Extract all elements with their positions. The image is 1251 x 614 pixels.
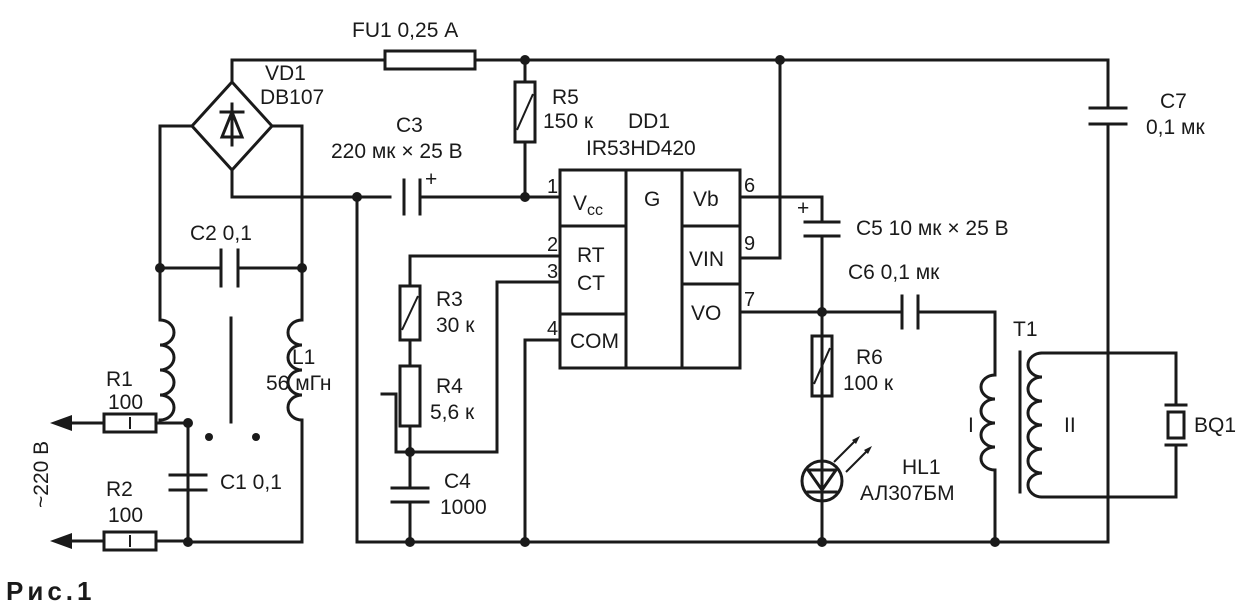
ic-com-label: COM bbox=[570, 330, 619, 353]
piezo-bq1 bbox=[1164, 403, 1188, 447]
pin-7-label: 7 bbox=[744, 289, 755, 311]
capacitor-c2 bbox=[219, 248, 240, 288]
mains-voltage-label: ~220 В bbox=[30, 441, 53, 508]
c7-value-label: 0,1 мк bbox=[1146, 116, 1205, 139]
junctions bbox=[155, 55, 1000, 547]
capacitor-c7 bbox=[1088, 106, 1128, 126]
resistor-r6 bbox=[810, 334, 834, 398]
resistor-r4 bbox=[398, 364, 422, 428]
resistor-r2 bbox=[102, 530, 158, 552]
resistor-r1 bbox=[102, 412, 158, 434]
hl1-part-label: АЛ307БМ bbox=[860, 482, 955, 505]
t1-winding-1-label: I bbox=[968, 414, 974, 437]
c5-label: C5 10 мк × 25 В bbox=[856, 217, 1009, 240]
r2-value-label: 100 bbox=[108, 504, 143, 527]
c3-ref-label: C3 bbox=[396, 114, 423, 137]
pin-1-label: 1 bbox=[547, 176, 558, 198]
dd1-part-label: IR53HD420 bbox=[586, 137, 696, 160]
c4-value-label: 1000 bbox=[440, 496, 487, 519]
capacitor-c5 bbox=[803, 220, 841, 238]
r5-ref-label: R5 bbox=[552, 86, 579, 109]
ic-vo-label: VO bbox=[691, 302, 721, 325]
pin-4-label: 4 bbox=[547, 318, 558, 340]
ic-dd1 bbox=[558, 168, 742, 370]
l1-ref-label: L1 bbox=[292, 346, 315, 369]
pin-3-label: 3 bbox=[547, 261, 558, 283]
c3-plus-sign: + bbox=[425, 168, 437, 191]
mains-arrow-top bbox=[50, 415, 72, 431]
t1-winding-2-label: II bbox=[1064, 414, 1076, 437]
r6-ref-label: R6 bbox=[856, 346, 883, 369]
r6-value-label: 100 к bbox=[843, 372, 894, 395]
hl1-ref-label: HL1 bbox=[902, 456, 941, 479]
c5-plus-sign: + bbox=[797, 197, 809, 220]
r2-ref-label: R2 bbox=[106, 478, 133, 501]
t1-ref-label: T1 bbox=[1013, 318, 1038, 341]
mains-arrow-bottom bbox=[50, 533, 72, 549]
c3-value-label: 220 мк × 25 В bbox=[331, 140, 463, 163]
l1-value-label: 56 мГн bbox=[266, 372, 331, 395]
c7-ref-label: C7 bbox=[1160, 90, 1187, 113]
fu1-label: FU1 0,25 А bbox=[352, 19, 458, 42]
r3-ref-label: R3 bbox=[436, 288, 463, 311]
r1-value-label: 100 bbox=[108, 391, 143, 414]
resistor-r5 bbox=[513, 80, 537, 144]
led-hl1 bbox=[800, 436, 872, 503]
bq1-label: BQ1 bbox=[1194, 414, 1236, 437]
capacitor-c1 bbox=[168, 473, 208, 492]
ic-rt-label: RT bbox=[577, 244, 605, 267]
r4-value-label: 5,6 к bbox=[430, 401, 475, 424]
ic-vin-label: VIN bbox=[689, 248, 724, 271]
ic-ct-label: CT bbox=[577, 272, 605, 295]
transformer-t1 bbox=[979, 350, 1044, 499]
ic-vb-label: Vb bbox=[693, 188, 719, 211]
diode-bridge-vd1 bbox=[189, 79, 275, 173]
pin-2-label: 2 bbox=[547, 234, 558, 256]
r4-ref-label: R4 bbox=[436, 375, 463, 398]
r5-value-label: 150 к bbox=[543, 110, 594, 133]
c6-label: C6 0,1 мк bbox=[848, 261, 940, 284]
c2-label: C2 0,1 bbox=[190, 222, 252, 245]
c4-ref-label: C4 bbox=[444, 470, 471, 493]
capacitor-c3 bbox=[402, 178, 422, 216]
capacitor-c4 bbox=[390, 486, 430, 504]
capacitor-c6 bbox=[900, 294, 920, 330]
dd1-ref-label: DD1 bbox=[628, 110, 670, 133]
resistor-r3 bbox=[398, 284, 422, 342]
inductor-l1 bbox=[158, 316, 304, 441]
ic-vcc-label: Vcc bbox=[573, 192, 603, 219]
r3-value-label: 30 к bbox=[436, 314, 475, 337]
vd1-part-label: DB107 bbox=[260, 86, 324, 109]
vd1-ref-label: VD1 bbox=[265, 62, 306, 85]
c1-label: C1 0,1 bbox=[220, 471, 282, 494]
ic-g-label: G bbox=[644, 188, 660, 211]
wires bbox=[68, 58, 1178, 544]
figure-caption: Рис.1 bbox=[6, 576, 95, 606]
r1-ref-label: R1 bbox=[106, 368, 133, 391]
pin-6-label: 6 bbox=[744, 175, 755, 197]
fuse-fu1 bbox=[383, 49, 477, 71]
pin-9-label: 9 bbox=[744, 233, 755, 255]
